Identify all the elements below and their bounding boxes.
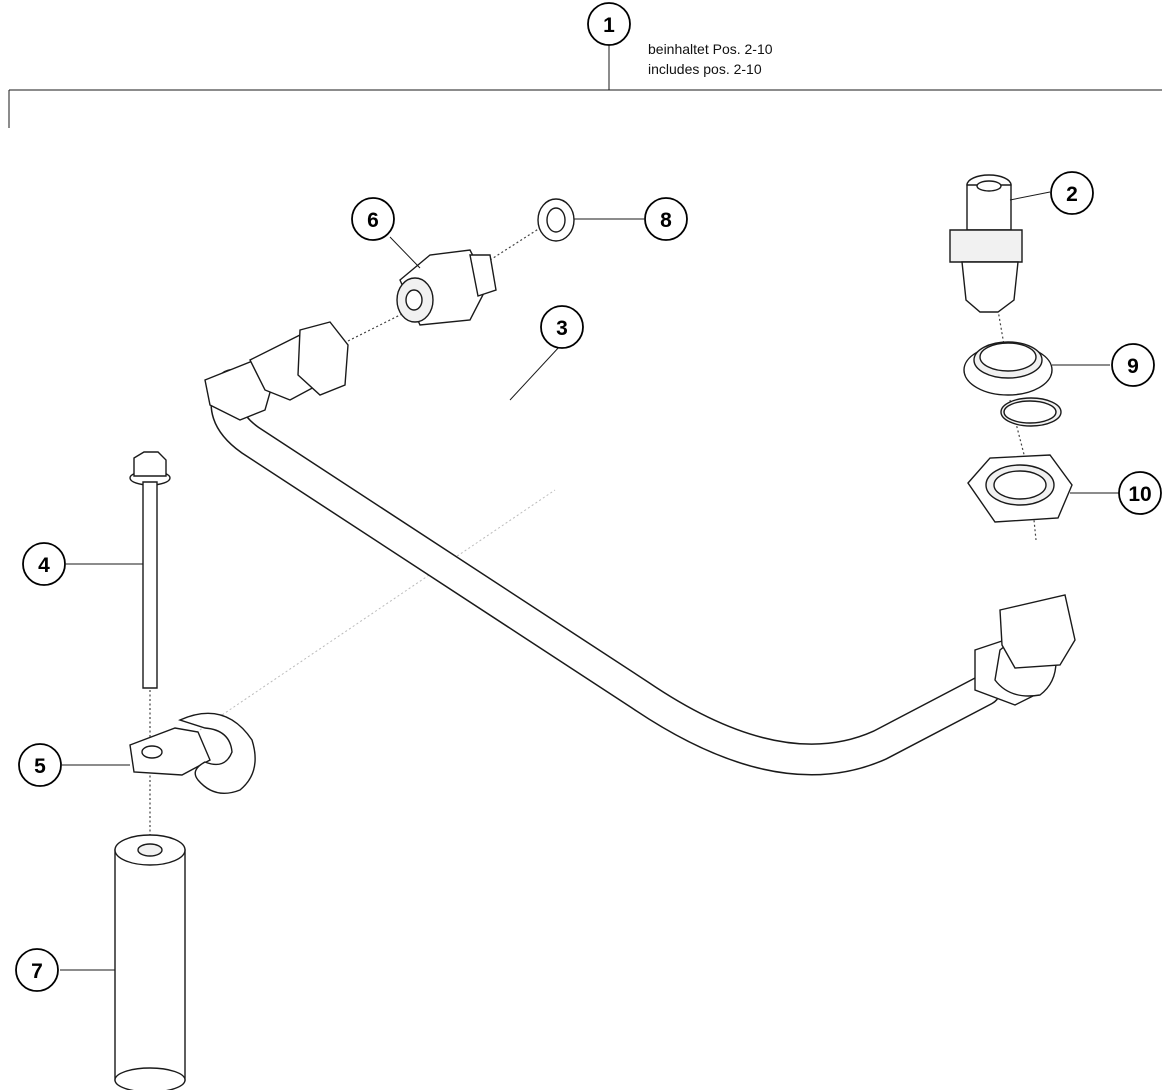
callout-7: 7 (15, 948, 59, 992)
clamp-part-5 (129, 712, 256, 794)
callout-4: 4 (22, 542, 66, 586)
leader-lines (60, 191, 1128, 971)
washer-part-8 (537, 198, 575, 242)
callout-6: 6 (351, 197, 395, 241)
callout-3-label: 3 (556, 317, 568, 340)
callout-10-label: 10 (1128, 483, 1151, 506)
assembly-bracket (8, 45, 1162, 128)
callout-10: 10 (1118, 471, 1162, 515)
bolt-part-4 (129, 451, 171, 689)
union-part-6 (396, 249, 497, 326)
note-line-en: includes pos. 2-10 (648, 61, 762, 77)
callout-4-label: 4 (38, 554, 50, 577)
callout-1: 1 (587, 2, 631, 46)
callout-7-label: 7 (31, 960, 43, 983)
callout-2-label: 2 (1066, 183, 1078, 206)
washer-part-9 (963, 341, 1053, 396)
pipe-part-3 (204, 321, 1076, 776)
note-line-de: beinhaltet Pos. 2-10 (648, 41, 773, 57)
callout-1-label: 1 (603, 14, 615, 37)
nut-part-10 (967, 454, 1073, 523)
callout-5-label: 5 (34, 755, 46, 778)
fitting-part-2 (949, 174, 1023, 313)
callout-6-label: 6 (367, 209, 379, 232)
callout-8-label: 8 (660, 209, 672, 232)
callout-2: 2 (1050, 171, 1094, 215)
callout-5: 5 (18, 743, 62, 787)
callout-3: 3 (540, 305, 584, 349)
callout-9-label: 9 (1127, 355, 1139, 378)
sleeve-part-7 (114, 834, 186, 1090)
callout-8: 8 (644, 197, 688, 241)
callout-9: 9 (1111, 343, 1155, 387)
